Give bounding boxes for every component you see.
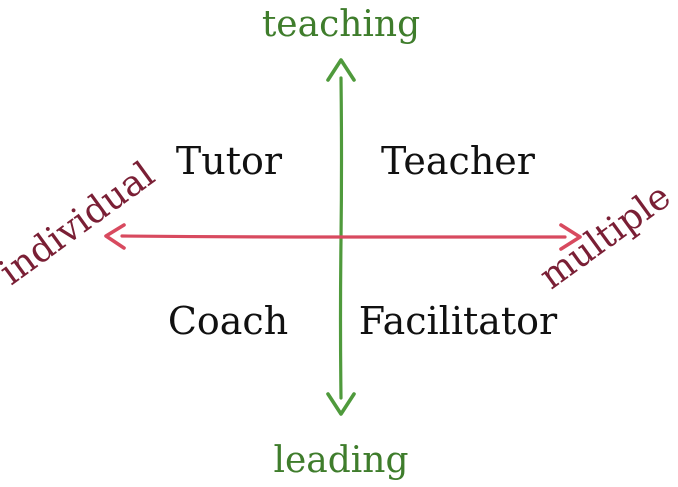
quadrant-label-tutor: Tutor [176,139,283,183]
axis-label-individual: individual [0,154,162,293]
horizontal-axis [104,223,582,251]
arrow-down-icon [326,392,356,416]
axis-label-leading: leading [273,440,408,481]
arrow-left-icon [104,223,126,250]
arrow-right-icon [559,223,582,251]
axis-label-teaching: teaching [262,4,420,45]
quadrant-label-teacher: Teacher [381,139,536,183]
quadrant-label-coach: Coach [168,299,288,343]
quadrant-label-facilitator: Facilitator [359,299,558,343]
arrow-up-icon [326,58,356,82]
vertical-axis-line [338,76,344,400]
horizontal-axis-line [120,234,567,239]
vertical-axis [326,58,356,416]
